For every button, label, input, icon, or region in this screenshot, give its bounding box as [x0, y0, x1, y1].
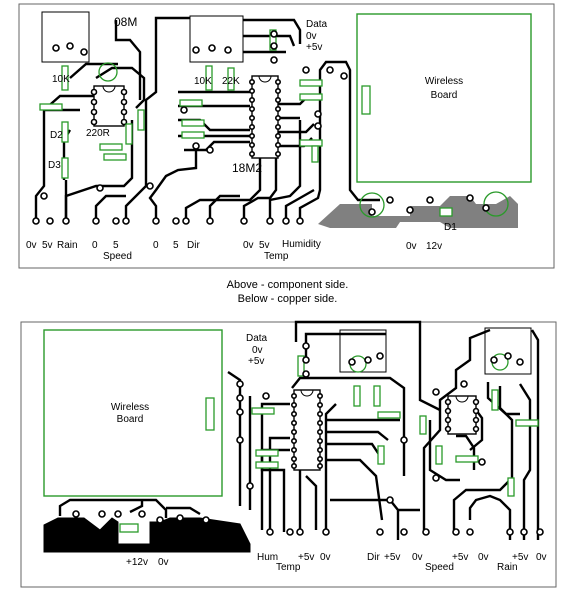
top-5v-rain-label: 5v: [42, 240, 53, 251]
top-ic-08m: [93, 85, 125, 127]
top-resistor-10k-a: [61, 65, 69, 91]
top-connector-pads: [32, 194, 490, 225]
top-0v-label: 0v: [306, 31, 317, 42]
bottom-speed-5v-label: +5v: [452, 552, 468, 563]
top-diode-d2: [61, 121, 69, 143]
bottom-dir-5v-label: +5v: [384, 552, 400, 563]
top-speed-label: Speed: [103, 251, 132, 262]
bottom-rain-label: Rain: [497, 562, 518, 573]
bottom-wireless-label-2: Board: [117, 414, 144, 425]
top-wireless-board: [356, 13, 532, 183]
top-d3-label: D3: [48, 160, 61, 171]
top-resistor-22k: [227, 67, 235, 91]
bottom-rain-0v-label: 0v: [536, 552, 547, 563]
bottom-wireless-0v-label: 0v: [158, 557, 169, 568]
top-rain-label: Rain: [57, 240, 78, 251]
top-5v-label: +5v: [306, 42, 322, 53]
top-temp-5v-label: 5v: [259, 240, 270, 251]
bottom-ground-plane: [43, 517, 251, 553]
bottom-0v-label: 0v: [252, 345, 263, 356]
bottom-speed-0v-label: 0v: [478, 552, 489, 563]
top-220r-label: 220R: [86, 128, 110, 139]
bottom-speed-label: Speed: [425, 562, 454, 573]
top-wireless-label-2: Board: [431, 90, 458, 101]
bottom-connector-box-right: [484, 327, 532, 375]
top-board: 08M 18M2 Data 0v +5v Wireless Board 10K …: [18, 3, 555, 269]
bottom-hum-label: Hum: [257, 552, 278, 563]
bottom-data-label: Data: [246, 333, 268, 344]
top-temp-0v-label: 0v: [243, 240, 254, 251]
top-d2-label: D2: [50, 130, 63, 141]
bottom-dir-0v-label: 0v: [412, 552, 423, 563]
bottom-temp-5v-label: +5v: [298, 552, 314, 563]
bottom-5v-label: +5v: [248, 356, 264, 367]
bottom-board: Data 0v +5v Wireless Board +12v 0v Hum +…: [20, 320, 557, 588]
top-speed-5-label: 5: [113, 240, 119, 251]
bottom-connector-box-mid: [339, 329, 387, 373]
top-dir-label: Dir: [187, 240, 200, 251]
top-temp-label: Temp: [264, 251, 289, 262]
top-wireless-header: [361, 85, 371, 115]
top-speed-0-label: 0: [92, 240, 98, 251]
top-wireless-0v-label: 0v: [406, 241, 417, 252]
top-humidity-label: Humidity: [282, 239, 321, 250]
bottom-ic-18m2: [293, 389, 321, 471]
top-wireless-label-1: Wireless: [425, 76, 463, 87]
top-diode-d1: [439, 207, 453, 217]
top-ic-18m2: [251, 75, 279, 159]
top-wireless-12v-label: 12v: [426, 241, 442, 252]
top-10k-a-label: 10K: [52, 74, 70, 85]
top-chip-18m2-label: 18M2: [232, 161, 262, 175]
bottom-rain-5v-label: +5v: [512, 552, 528, 563]
top-chip-08m-label: 08M: [114, 15, 137, 29]
top-ground-plane: [318, 196, 518, 228]
top-0v-rain-label: 0v: [26, 240, 37, 251]
top-diode-d3: [61, 157, 69, 179]
bottom-connector-pads: [72, 342, 544, 536]
top-resistor-10k-b: [205, 65, 213, 91]
bottom-dir-label: Dir: [367, 552, 380, 563]
bottom-12v-label: +12v: [126, 557, 148, 568]
caption-copper-side: Below - copper side.: [237, 293, 338, 305]
bottom-wireless-label-1: Wireless: [111, 402, 149, 413]
top-connector-box-mid: [189, 15, 244, 63]
top-dir-0-label: 0: [153, 240, 159, 251]
top-data-label: Data: [306, 19, 328, 30]
bottom-temp-label: Temp: [276, 562, 301, 573]
top-dir-5-label: 5: [173, 240, 179, 251]
caption-component-side: Above - component side.: [226, 279, 349, 291]
top-d1-label: D1: [444, 222, 457, 233]
top-resistor-220r: [125, 123, 133, 145]
top-22k-label: 22K: [222, 76, 240, 87]
bottom-wireless-board: [43, 329, 223, 497]
top-10k-b-label: 10K: [194, 76, 212, 87]
bottom-temp-0v-label: 0v: [320, 552, 331, 563]
bottom-wireless-header: [205, 397, 215, 431]
